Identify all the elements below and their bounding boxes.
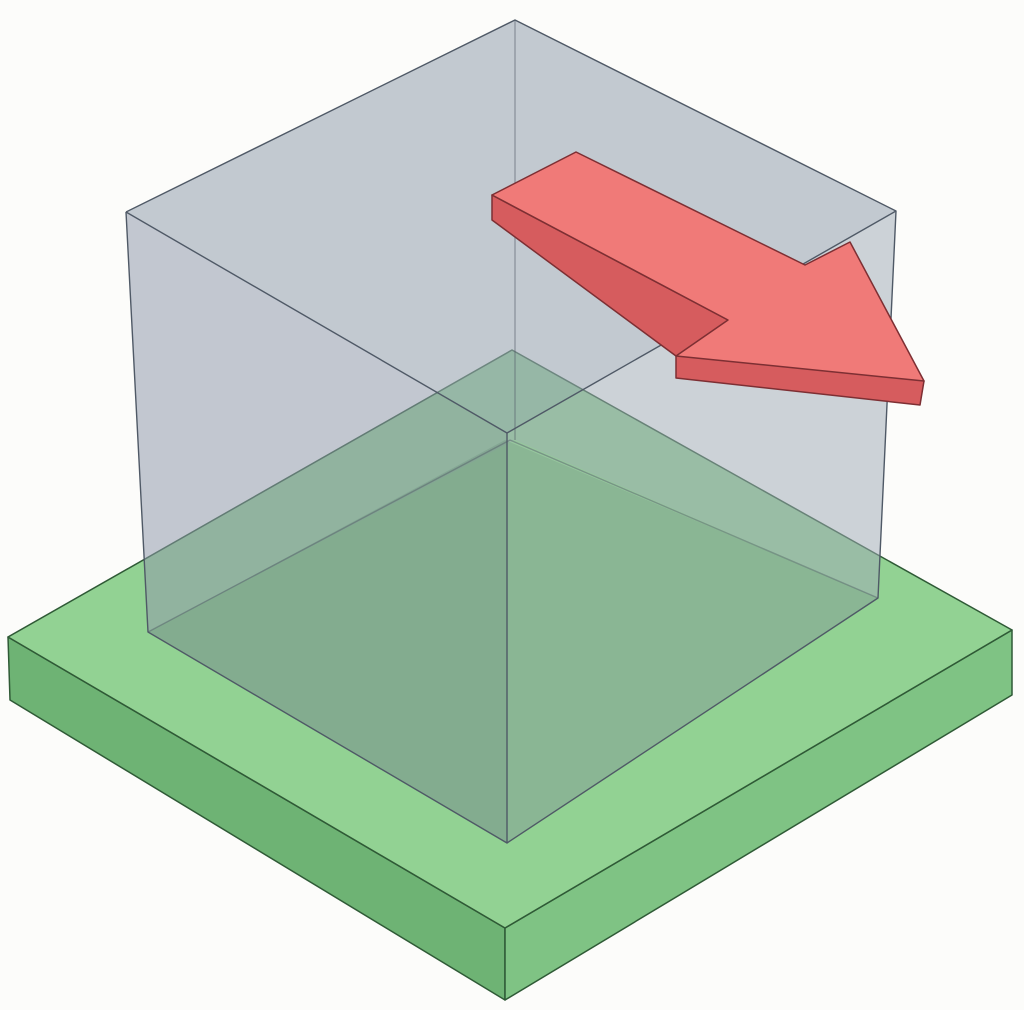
box-front-left-face — [126, 212, 507, 843]
box-outline — [125, 19, 897, 844]
base-plate-top — [7, 349, 1013, 929]
box-back-left-face — [126, 20, 515, 632]
box-back-right-bottom-edge — [509, 439, 879, 599]
base-plate — [7, 349, 1013, 1001]
box-bottom-face — [148, 440, 878, 843]
red-arrow-top — [491, 151, 925, 382]
box-top-left-edge — [125, 211, 508, 434]
box-back-faces — [126, 20, 896, 843]
box-back-left-bottom-edge — [147, 439, 511, 633]
red-arrow — [491, 151, 925, 406]
